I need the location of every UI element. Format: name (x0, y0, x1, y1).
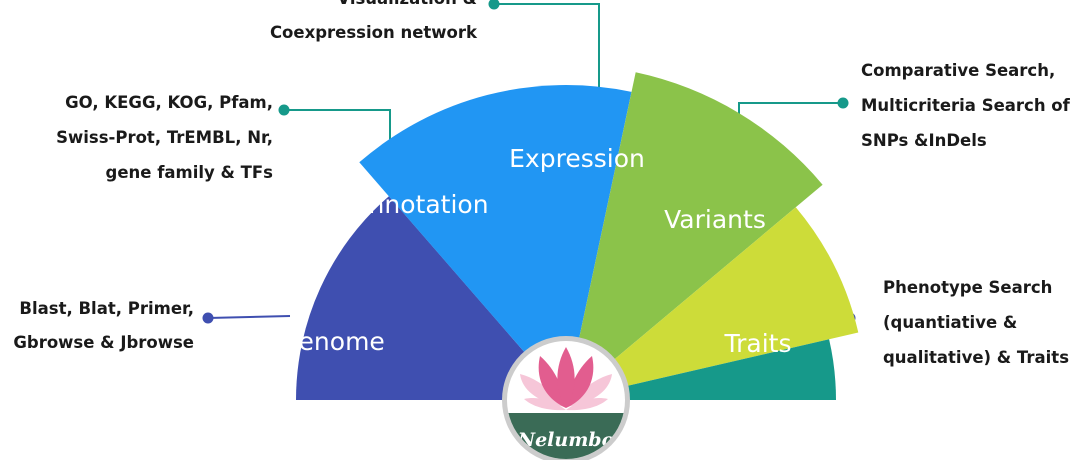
logo-name: Nelumbo (517, 429, 615, 451)
expression-segment[interactable] (566, 72, 823, 401)
genome-connector-dot (202, 312, 214, 324)
annotation-segment[interactable] (359, 85, 632, 401)
annotation-connector (284, 109, 391, 140)
traits-segment-label: Traits (724, 329, 792, 358)
genome-description-line: Gbrowse & Jbrowse (13, 333, 194, 352)
annotation-description-line: Swiss-Prot, TrEMBL, Nr, (56, 128, 273, 147)
variants-connector-dot (837, 97, 849, 109)
expression-description-line: Visualization & (337, 0, 477, 8)
annotation-description-line: gene family & TFs (106, 163, 274, 182)
expression-connector-dot (488, 0, 500, 10)
variants-segment[interactable] (566, 207, 859, 400)
fan-segments: Genome Annotation Expression Variants Tr… (279, 72, 859, 401)
genome-connector (207, 315, 291, 319)
traits-segment[interactable] (566, 339, 836, 400)
genome-segment-label: Genome (279, 327, 385, 356)
genome-description-line: Blast, Blat, Primer, (19, 299, 194, 318)
annotation-connector-dot (278, 104, 290, 116)
expression-connector (494, 3, 600, 103)
traits-description-line: (quantiative & (883, 313, 1017, 332)
traits-description-line: qualitative) & Traits (883, 348, 1069, 367)
annotation-description-line: GO, KEGG, KOG, Pfam, (65, 93, 273, 112)
variants-segment-label: Variants (664, 205, 766, 234)
traits-description-line: Phenotype Search (883, 278, 1052, 297)
variants-description-line: Multicriteria Search of (861, 96, 1071, 115)
module-descriptions: Blast, Blat, Primer, Gbrowse & Jbrowse G… (13, 0, 1070, 367)
lotus-flower-icon (520, 347, 612, 411)
genome-segment[interactable] (296, 196, 566, 400)
expression-segment-label: Expression (509, 144, 645, 173)
variants-description-line: Comparative Search, (861, 61, 1055, 80)
expression-description-line: Coexpression network (270, 23, 478, 42)
annotation-segment-label: Annotation (351, 190, 488, 219)
nelumbo-logo: Nelumbo (502, 336, 630, 460)
variants-description-line: SNPs &InDels (861, 131, 987, 150)
